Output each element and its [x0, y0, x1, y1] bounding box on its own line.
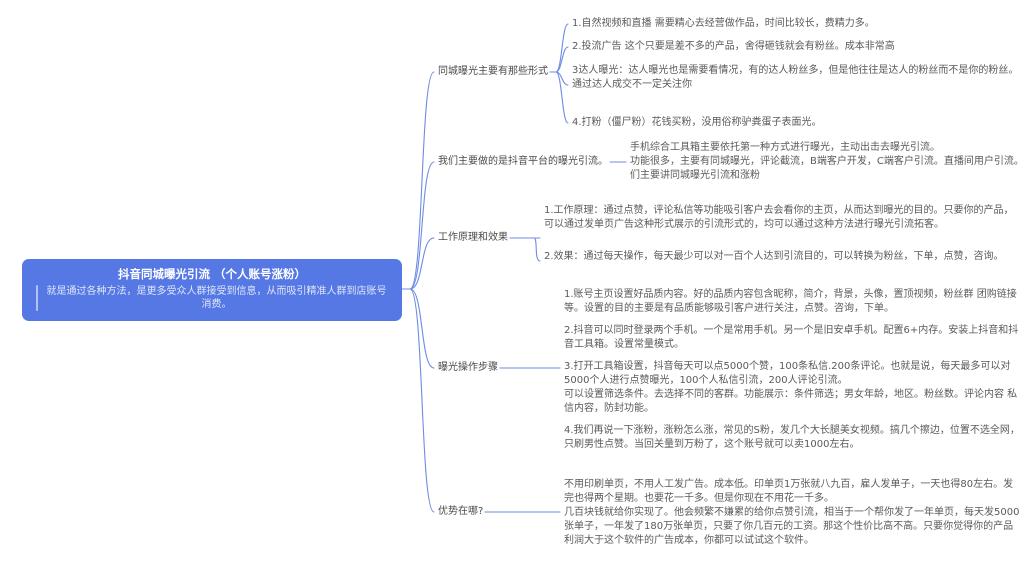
root-topic[interactable]: 抖音同城曝光引流 （个人账号涨粉） 就是通过各种方法，是更多受众人群接受到信息，… — [22, 259, 402, 321]
topic-step-two-phones[interactable]: 2.抖音可以同时登录两个手机。一个是常用手机。另一个是旧安卓手机。配置6+内存。… — [564, 325, 1019, 350]
branch-label-exposure-forms[interactable]: 同城曝光主要有那些形式 — [438, 66, 548, 77]
topic-working-principle[interactable]: 1.工作原理：通过点赞，评论私信等功能吸引客户去会看你的主页，从而达到曝光的目的… — [544, 205, 1014, 230]
topic-influencer[interactable]: 3达人曝光：达人曝光也是需要看情况，有的达人粉丝多，但是他往往是达人的粉丝而不是… — [572, 65, 1019, 90]
topic-advantages-detail[interactable]: 不用印刷单页，不用人工发广告。成本低。印单页1万张就八九百，雇人发单子，一天也得… — [564, 479, 1020, 546]
connector-branch-3-item-2 — [533, 237, 541, 262]
topic-bought-fans[interactable]: 4.打粉（僵尸粉）花钱买粉，没用俗称驴粪蛋子表面光。 — [572, 117, 822, 128]
topic-step-profile[interactable]: 1.账号主页设置好品质内容。好的品质内容包含昵称，简介，背景，头像，置顶视频，粉… — [564, 289, 1017, 314]
branch-label-principle-effect[interactable]: 工作原理和效果 — [438, 232, 508, 243]
root-note: 就是通过各种方法，是更多受众人群接受到信息，从而吸引精准人群到店账号消费。 — [46, 286, 387, 310]
topic-step-gain-fans[interactable]: 4.我们再说一下涨粉，涨粉怎么涨，常见的S粉，发几个大长腿美女视频。搞几个擦边，… — [564, 425, 1020, 450]
connector-branch-1-item-2 — [555, 46, 569, 73]
connector-branch-4 — [409, 288, 435, 369]
connector-branch-5 — [409, 288, 435, 513]
topic-natural-video[interactable]: 1.自然视频和直播 需要精心去经营做作品，时间比较长，费精力多。 — [572, 18, 875, 29]
connector-branch-3 — [409, 237, 435, 290]
connector-branch-1 — [409, 71, 435, 290]
branch-label-what-we-do[interactable]: 我们主要做的是抖音平台的曝光引流。 — [438, 156, 608, 167]
topic-effect[interactable]: 2.效果：通过每天操作，每天最少可以对一百个人达到引流目的，可以转换为粉丝，下单… — [544, 251, 1004, 262]
connector-branch-1-item-4 — [555, 71, 569, 124]
topic-paid-ads[interactable]: 2.投流广告 这个只要是差不多的产品，舍得砸钱就会有粉丝。成本非常高 — [572, 41, 895, 52]
root-title: 抖音同城曝光引流 （个人账号涨粉） — [117, 267, 306, 281]
note-marker — [36, 285, 38, 311]
connector-branch-1-item-1 — [555, 23, 569, 73]
connector-branch-2 — [409, 161, 435, 290]
topic-toolbox-intro[interactable]: 手机综合工具箱主要依托第一种方式进行曝光，主动出击去曝光引流。 功能很多，主要有… — [630, 142, 1024, 181]
root-note-row: 就是通过各种方法，是更多受众人群接受到信息，从而吸引精准人群到店账号消费。 — [36, 285, 388, 311]
topic-step-toolbox-settings[interactable]: 3.打开工具箱设置，抖音每天可以点5000个赞，100条私信.200条评论。也就… — [564, 361, 1018, 414]
topic-steps-group: 1.账号主页设置好品质内容。好的品质内容包含昵称，简介，背景，头像，置顶视频，粉… — [564, 288, 1022, 452]
branch-label-operation-steps[interactable]: 曝光操作步骤 — [438, 362, 498, 373]
branch-label-advantages[interactable]: 优势在哪? — [438, 506, 484, 517]
